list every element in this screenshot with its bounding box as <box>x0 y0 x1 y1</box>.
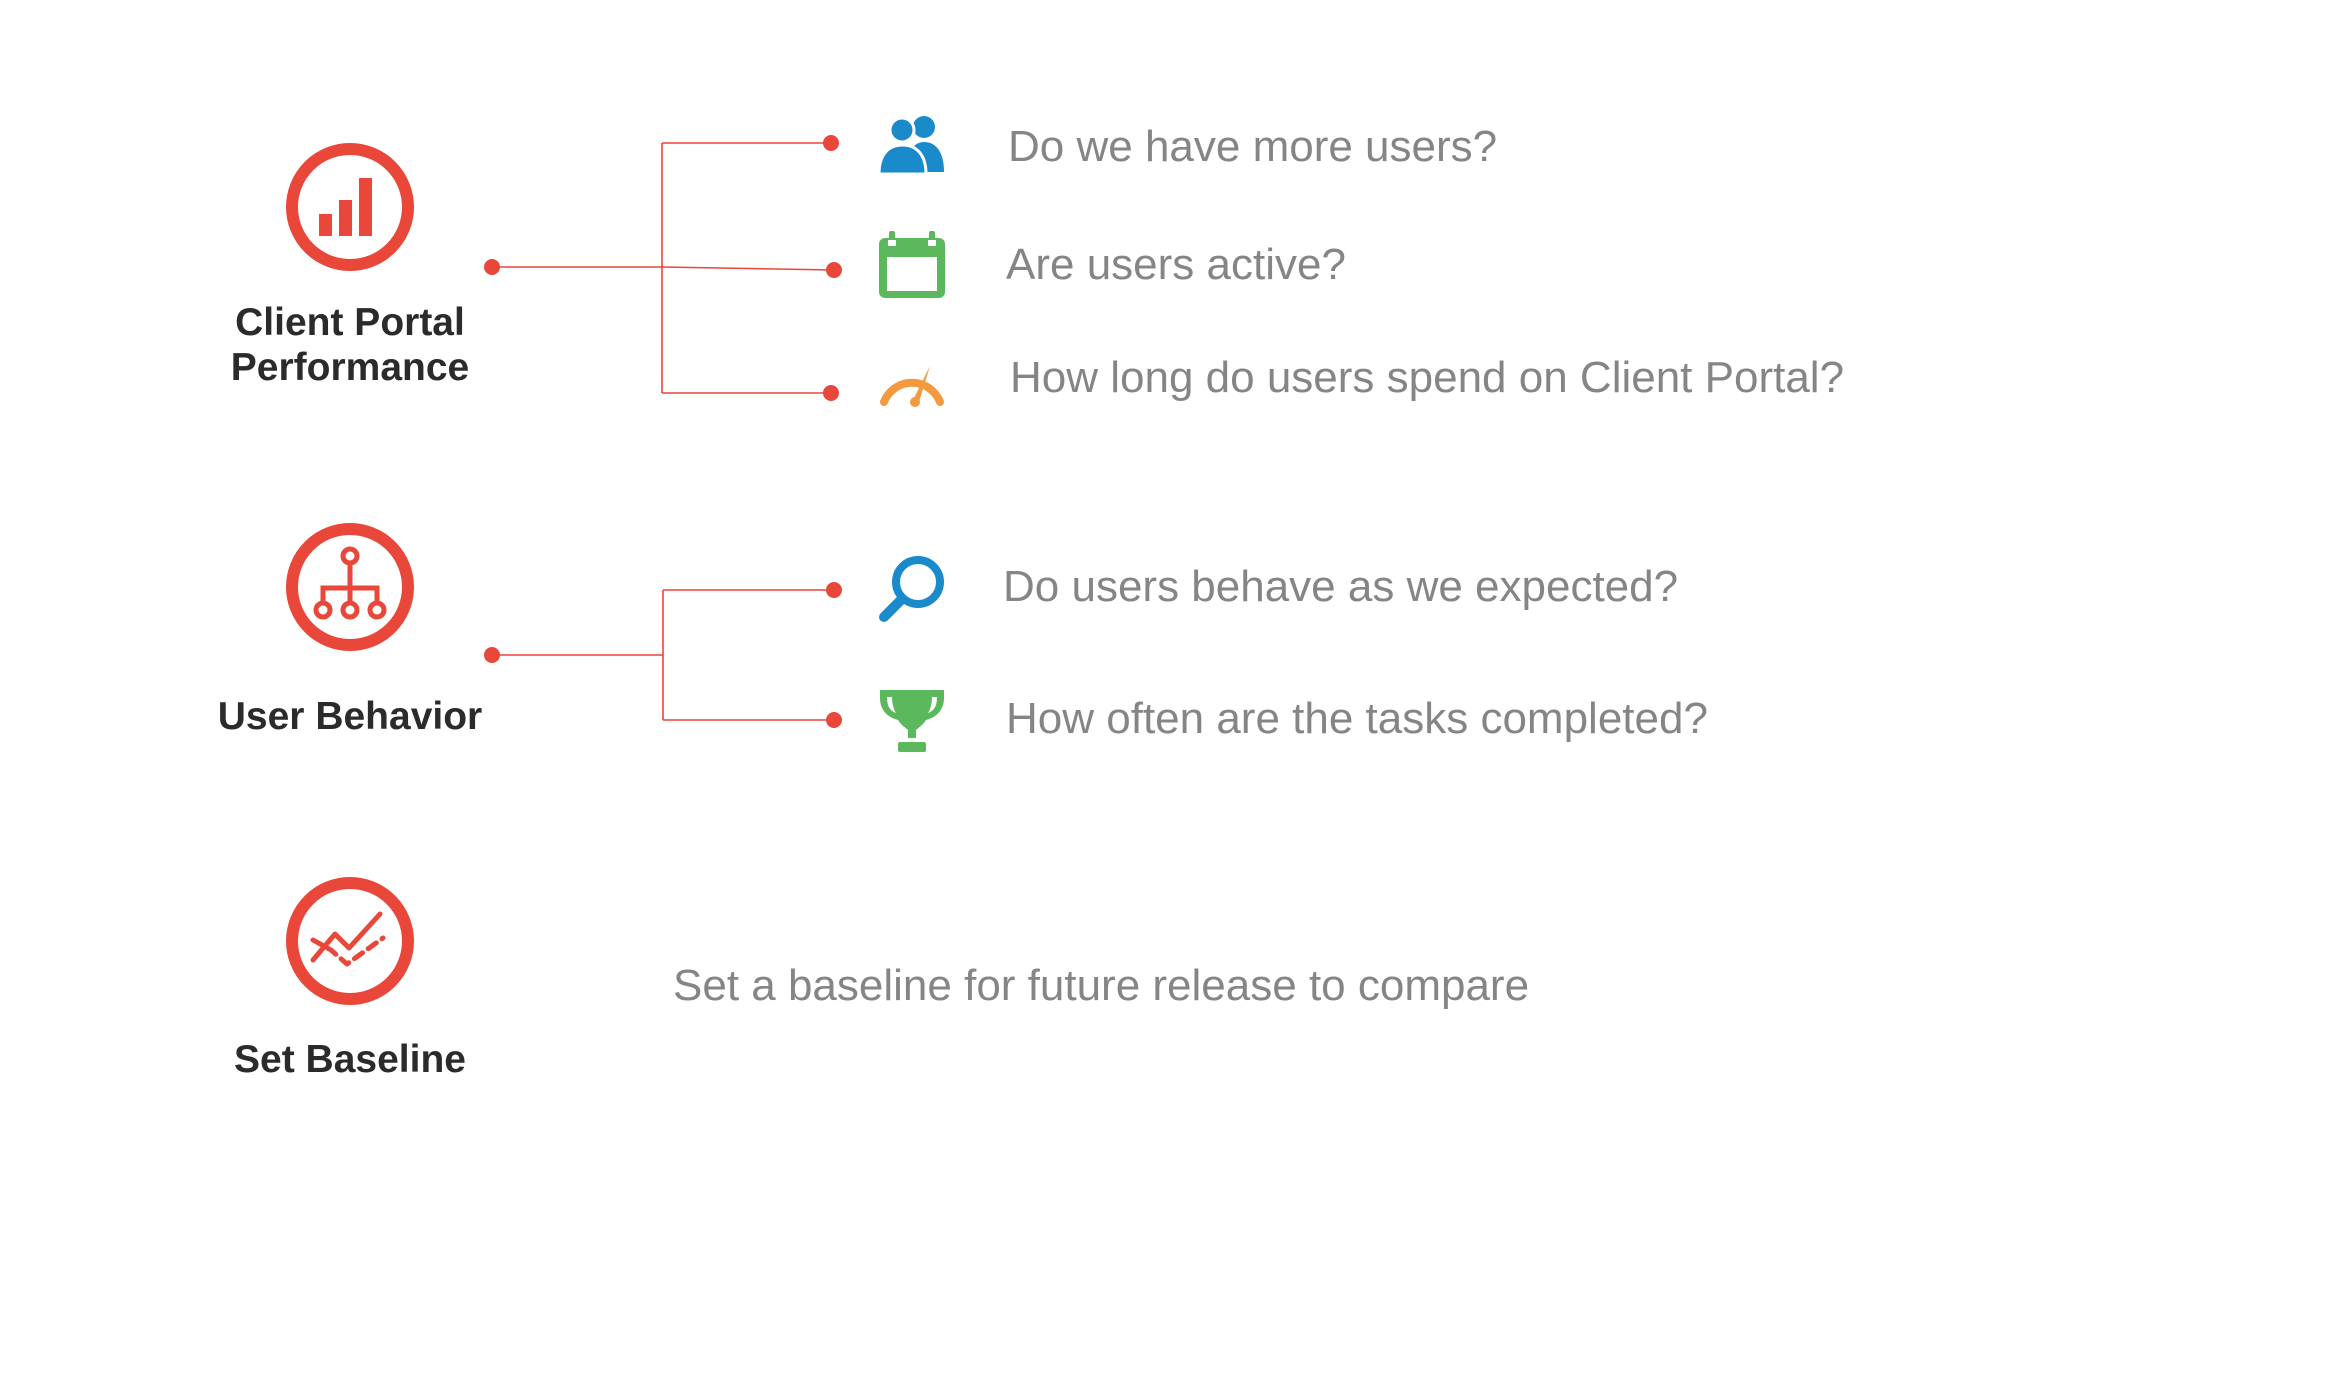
question-time-spent: How long do users spend on Client Portal… <box>1010 353 1845 402</box>
hierarchy-icon <box>286 523 414 651</box>
connector-group-client-portal <box>492 142 835 394</box>
baseline-note: Set a baseline for future release to com… <box>673 961 1530 1010</box>
connector-group-user-behavior <box>492 589 834 721</box>
connector-branch <box>661 266 835 271</box>
connector-dot <box>823 385 839 401</box>
connector-dot <box>484 259 500 275</box>
connector-dot <box>484 647 500 663</box>
section-title-set-baseline: Set Baseline <box>234 1038 466 1081</box>
speedometer-icon <box>880 366 944 407</box>
trophy-icon <box>880 690 944 752</box>
connector-dot <box>826 712 842 728</box>
connector-dot <box>823 135 839 151</box>
question-tasks-completed: How often are the tasks completed? <box>1006 694 1708 743</box>
connector-dot <box>826 262 842 278</box>
question-users-active: Are users active? <box>1006 240 1346 289</box>
magnifier-icon <box>879 556 944 622</box>
bar-chart-icon <box>286 143 414 271</box>
section-title-user-behavior: User Behavior <box>217 695 483 738</box>
connector-dot <box>826 582 842 598</box>
users-icon <box>877 116 944 176</box>
calendar-icon <box>879 231 945 298</box>
question-behave-expected: Do users behave as we expected? <box>1003 562 1679 611</box>
question-more-users: Do we have more users? <box>1008 122 1498 171</box>
trend-line-icon <box>286 877 414 1005</box>
